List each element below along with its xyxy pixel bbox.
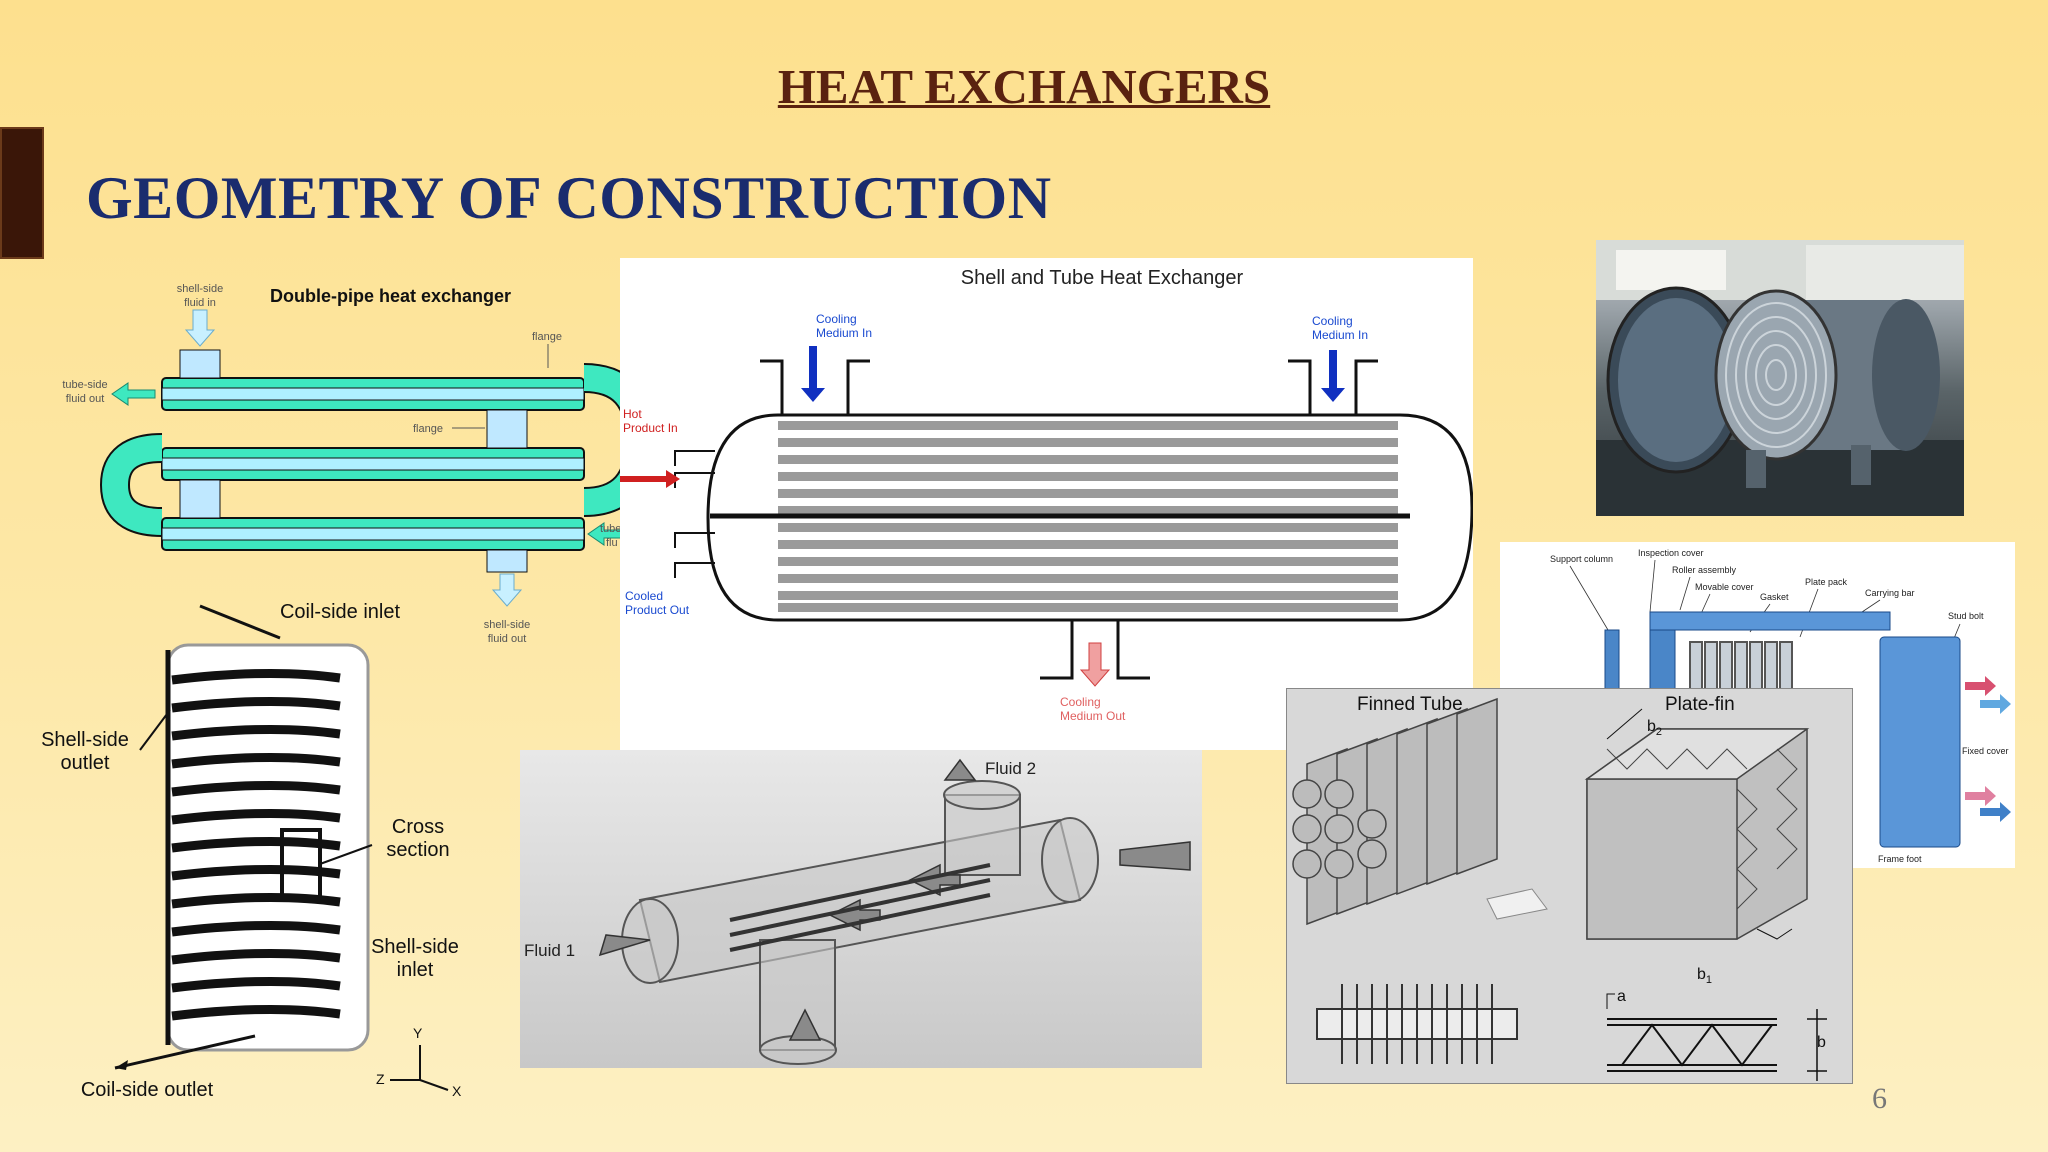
coil-outlet-label: Coil-side outlet [81, 1079, 214, 1101]
hot-in-arrow [620, 470, 680, 488]
frame-foot-label: Frame foot [1878, 854, 1922, 864]
shell-outlet-label-1: Shell-side [41, 729, 129, 751]
tube-out-label-2: fluid out [66, 393, 105, 405]
fixed-cover-label: Fixed cover [1962, 746, 2009, 756]
shell-inlet-nozzle [179, 349, 221, 379]
b2-label: b2 [1647, 718, 1662, 738]
axis-z-label: Z [376, 1071, 385, 1087]
axis-y-label: Y [413, 1025, 423, 1041]
left-connector [179, 479, 221, 519]
carrying-bar-label: Carrying bar [1865, 588, 1915, 598]
coil-inlet-pointer [199, 604, 281, 640]
helical-coil [171, 668, 341, 1021]
middle-inner-tube [161, 457, 585, 471]
support-column-label: Support column [1550, 554, 1613, 564]
fluid-flow-diagram: Fluid 2 Fluid 1 [520, 750, 1202, 1068]
flange-mid-label: flange [413, 423, 443, 435]
double-pipe-diagram: Double-pipe heat exchanger shell-side fl… [40, 270, 640, 660]
shell-out-arrow [491, 573, 523, 607]
shell-outlet-label-2: outlet [61, 752, 110, 774]
flange-top-label: flange [532, 331, 562, 343]
coil-outlet-pointer [114, 1034, 256, 1070]
carrying-bar [1649, 611, 1891, 631]
hot-in-label-1: Hot [623, 407, 642, 421]
finned-tube-bank [1292, 697, 1498, 926]
compact-hx-diagram: Finned Tube Plate-fin b2 b1 [1286, 688, 1853, 1084]
cross-section-label-2: section [386, 839, 449, 861]
cool-in-left-arrow [801, 346, 825, 402]
plate-cold-in-arrow [1980, 802, 2011, 822]
slide-subtitle: GEOMETRY OF CONSTRUCTION [86, 165, 1052, 231]
shell-tube-diagram: Shell and Tube Heat Exchanger Cooling Me… [620, 258, 1473, 750]
right-end-cap [1041, 817, 1099, 903]
cool-in-left-label-2: Medium In [816, 326, 872, 340]
tube-out-arrow [111, 382, 156, 406]
roller-assembly-label: Roller assembly [1672, 565, 1737, 575]
shell-outlet-nozzle [486, 549, 528, 573]
coil-hx-diagram: Coil-side inlet Shell-side outlet Cross … [20, 590, 520, 1110]
inspection-cover-label: Inspection cover [1638, 548, 1704, 558]
fluid1-label: Fluid 1 [524, 941, 575, 960]
cooled-out-label-1: Cooled [625, 589, 663, 603]
shell-out-label-2: fluid out [488, 633, 527, 645]
cool-out-label-1: Cooling [1060, 695, 1101, 709]
cool-in-right-label-2: Medium In [1312, 328, 1368, 342]
plate-fin-block [1584, 728, 1810, 940]
shell-out-label-1: shell-side [484, 619, 530, 631]
lower-inner-tube [161, 527, 585, 541]
plate-pack-label: Plate pack [1805, 577, 1848, 587]
axis-x-label: X [452, 1083, 462, 1099]
plate-fin-label: Plate-fin [1665, 694, 1735, 715]
cool-out-label-2: Medium Out [1060, 709, 1126, 723]
plate-hot-out-arrow [1965, 786, 1996, 806]
plate-cold-out-arrow [1980, 694, 2011, 714]
tube-bundle [778, 421, 1398, 612]
shell-in-label-1: shell-side [177, 283, 223, 295]
shell-inlet-label-2: inlet [397, 959, 434, 981]
cooled-out-label-2: Product Out [625, 603, 690, 617]
b-label: b [1817, 1034, 1826, 1051]
cross-section-label-1: Cross [392, 816, 444, 838]
coil-inlet-label: Coil-side inlet [280, 601, 400, 623]
a-label: a [1617, 988, 1626, 1005]
cool-in-left-label-1: Cooling [816, 312, 857, 326]
finned-tube-label: Finned Tube [1357, 694, 1463, 715]
shell-in-label-2: fluid in [184, 297, 216, 309]
shell-in-arrow [184, 309, 216, 347]
accent-bar [0, 127, 44, 259]
upper-inner-tube [161, 387, 585, 401]
plate-fin-cross-section [1607, 1018, 1777, 1072]
cool-in-right-label-1: Cooling [1312, 314, 1353, 328]
b1-label: b1 [1697, 966, 1712, 986]
hx-photo [1596, 240, 1964, 516]
stud-bolt-label: Stud bolt [1948, 611, 1984, 621]
cool-in-right-arrow [1321, 350, 1345, 402]
finned-tube-side-view [1316, 984, 1518, 1064]
gasket-label: Gasket [1760, 592, 1789, 602]
shell-inlet-label-1: Shell-side [371, 936, 459, 958]
shell-tube-title: Shell and Tube Heat Exchanger [961, 267, 1244, 289]
tube-in-label-2: flu [606, 537, 618, 549]
slide-title: HEAT EXCHANGERS [777, 59, 1271, 114]
flow-arrows [598, 758, 1191, 1041]
tube-out-label-1: tube-side [62, 379, 107, 391]
page-number: 6 [1872, 1082, 1887, 1115]
cool-out-arrow [1079, 642, 1111, 687]
axis-triad [390, 1045, 449, 1091]
movable-cover-label: Movable cover [1695, 582, 1754, 592]
fluid2-label: Fluid 2 [985, 759, 1036, 778]
fixed-cover [1879, 636, 1961, 848]
plate-hot-in-arrow [1965, 676, 1996, 696]
hot-in-label-2: Product In [623, 421, 678, 435]
return-connector [486, 409, 528, 449]
tube-in-label-1: tube [600, 523, 621, 535]
double-pipe-title: Double-pipe heat exchanger [270, 286, 511, 306]
